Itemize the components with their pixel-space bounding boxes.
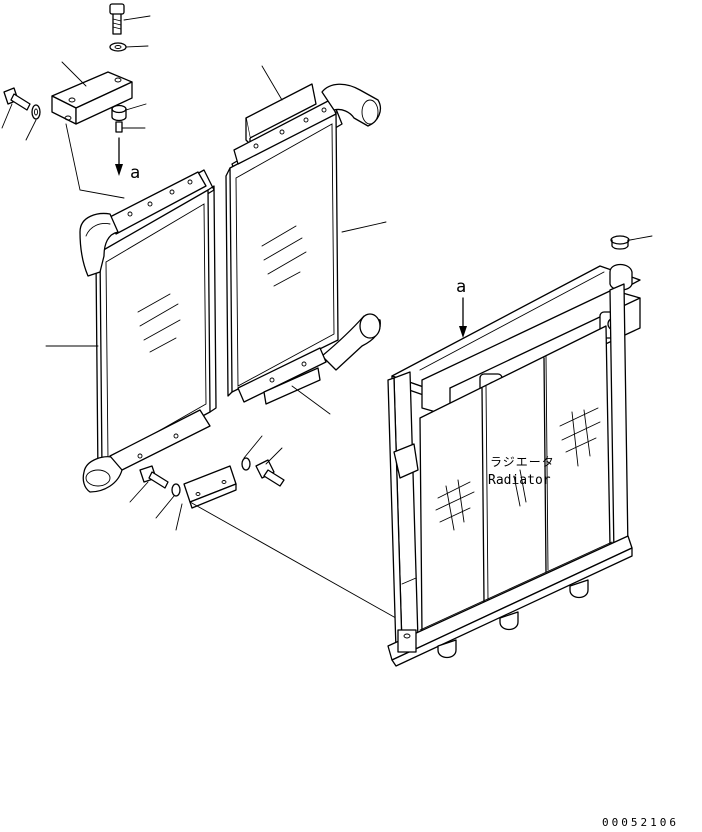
bottom-plate [175, 465, 237, 531]
left-bolt [1, 87, 31, 129]
radiator-label-en: Radiator [488, 473, 551, 488]
dowel-pin [115, 121, 146, 133]
center-lower-plate [263, 367, 331, 415]
view-a-label-top: a [130, 163, 140, 183]
top-bolt [109, 3, 151, 35]
bottom-washer-right [241, 435, 263, 471]
top-washer [109, 42, 149, 52]
bottom-bolt-right [255, 447, 285, 487]
bottom-washer-left [155, 483, 181, 519]
bottom-bolt-left [129, 465, 169, 503]
spacer-collar [111, 103, 147, 122]
view-a-arrow-right: a [456, 277, 467, 338]
aftercooler-left [45, 169, 217, 493]
bracket-plate [51, 61, 133, 125]
radiator-assembly: ラジエータ Radiator [387, 235, 653, 667]
left-washer [25, 104, 41, 141]
radiator-label-jp: ラジエータ [490, 455, 555, 469]
drawing-code: 00052106 [602, 816, 679, 829]
oil-cooler-center [225, 65, 387, 403]
view-a-arrow-top: a [115, 137, 140, 183]
view-a-label-right: a [456, 277, 466, 297]
